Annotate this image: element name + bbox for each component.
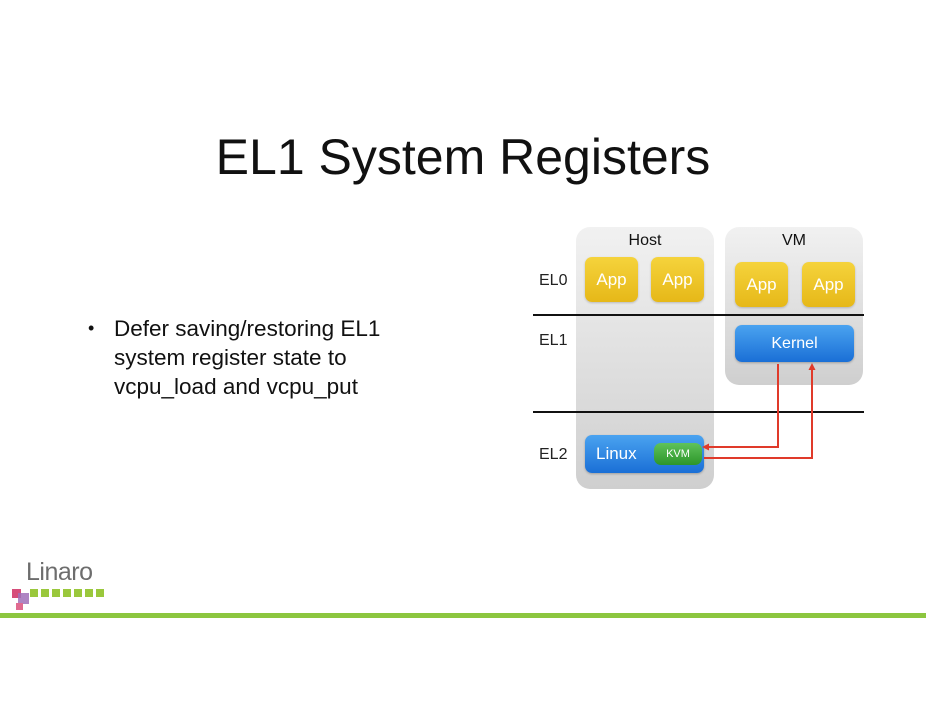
- el2-label: EL2: [539, 446, 568, 463]
- bullet-text: Defer saving/restoring EL1 system regist…: [114, 316, 381, 399]
- vm-app-box: App: [802, 262, 855, 307]
- kernel-arrowhead: [808, 363, 816, 370]
- bullet-item: • Defer saving/restoring EL1 system regi…: [88, 314, 388, 401]
- logo-text: Linaro: [26, 558, 93, 586]
- kvm-box: KVM: [654, 443, 702, 465]
- bullet-marker: •: [88, 318, 95, 338]
- host-app-box: App: [585, 257, 638, 302]
- el1-el2-divider: [533, 411, 864, 413]
- el0-el1-divider: [533, 314, 864, 316]
- el0-label: EL0: [539, 272, 568, 289]
- kernel-to-kvm-arrow: [707, 364, 779, 448]
- bullet-list: • Defer saving/restoring EL1 system regi…: [88, 314, 388, 401]
- kvm-to-kernel-arrow: [704, 368, 813, 459]
- vm-kernel-box: Kernel: [735, 325, 854, 362]
- kvm-arrowhead: [702, 443, 709, 451]
- host-label: Host: [628, 232, 662, 249]
- vm-label: VM: [782, 232, 806, 249]
- slide-title: EL1 System Registers: [215, 129, 711, 185]
- vm-app-box: App: [735, 262, 788, 307]
- footer-bar: [0, 613, 926, 618]
- el1-label: EL1: [539, 332, 568, 349]
- host-app-box: App: [651, 257, 704, 302]
- host-linux-box: Linux: [585, 435, 704, 473]
